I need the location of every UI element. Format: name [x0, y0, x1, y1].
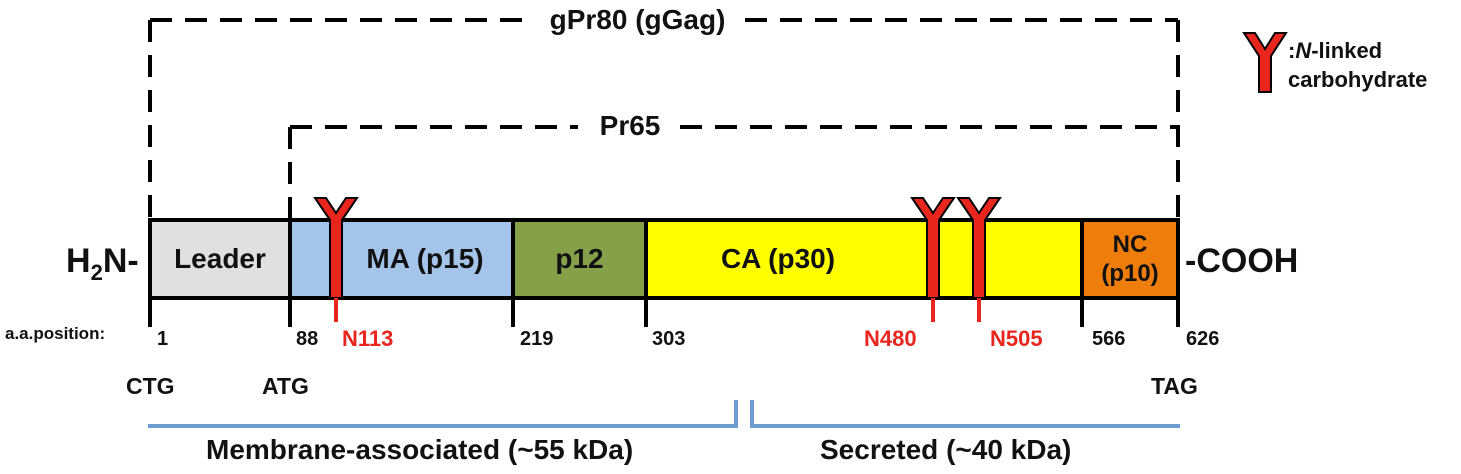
position-88: 88: [296, 328, 319, 350]
codon-tag: TAG: [1151, 373, 1198, 399]
pr65-dashed-bracket: [288, 125, 1178, 220]
domain-nc-label: NC (p10): [1101, 231, 1159, 287]
membrane-associated-label: Membrane-associated (~55 kDa): [206, 434, 634, 465]
secreted-bracket: [750, 400, 1180, 428]
position-566: 566: [1092, 328, 1126, 350]
domain-p12: [511, 218, 648, 300]
secreted-label: Secreted (~40 kDa): [820, 434, 1072, 465]
glycan-marker-n113: [313, 197, 359, 322]
site-n480-label: N480: [864, 326, 917, 351]
n-terminus-label: H2N-: [66, 242, 139, 286]
aa-position-label: a.a.position:: [5, 324, 106, 343]
codon-atg: ATG: [262, 373, 309, 399]
domain-ma: [288, 218, 515, 300]
site-n505-label: N505: [990, 326, 1043, 351]
legend-line2: carbohydrate: [1288, 67, 1428, 92]
pr65-label: Pr65: [599, 110, 661, 141]
protein-domain-bar: [148, 218, 1180, 300]
position-1: 1: [157, 328, 169, 350]
n-terminus-prefix: H: [66, 242, 91, 280]
domain-ca-label: CA (p30): [720, 243, 836, 274]
n-linked-glycan-icon: [1242, 32, 1288, 93]
position-ticks: [148, 298, 1180, 327]
legend-italic-n: N: [1295, 38, 1312, 63]
glycan-marker-n480: [910, 197, 956, 322]
domain-nc: [1080, 218, 1180, 300]
position-219: 219: [520, 328, 554, 350]
domain-leader: [148, 218, 292, 300]
membrane-bracket: [148, 400, 738, 428]
legend-label: :N-linked carbohydrate: [1288, 36, 1427, 94]
gpr80-dashed-bracket: [148, 18, 1180, 220]
position-626: 626: [1186, 328, 1220, 350]
domain-p12-label: p12: [555, 243, 604, 274]
c-terminus-label: -COOH: [1185, 242, 1299, 280]
region-brackets: [148, 400, 1180, 428]
glycan-marker-n505: [956, 197, 1002, 322]
site-n113-label: N113: [342, 326, 394, 351]
gpr80-label: gPr80 (gGag): [549, 4, 726, 35]
domain-ma-label: MA (p15): [366, 243, 484, 274]
domain-ca: [644, 218, 1084, 300]
domain-leader-label: Leader: [174, 243, 266, 274]
codon-ctg: CTG: [126, 373, 175, 399]
n-terminus-suffix: N-: [102, 242, 139, 280]
position-303: 303: [652, 328, 686, 350]
n-terminus-subscript: 2: [90, 259, 103, 285]
legend-line1: -linked: [1311, 38, 1383, 63]
legend-prefix: :: [1288, 38, 1296, 63]
